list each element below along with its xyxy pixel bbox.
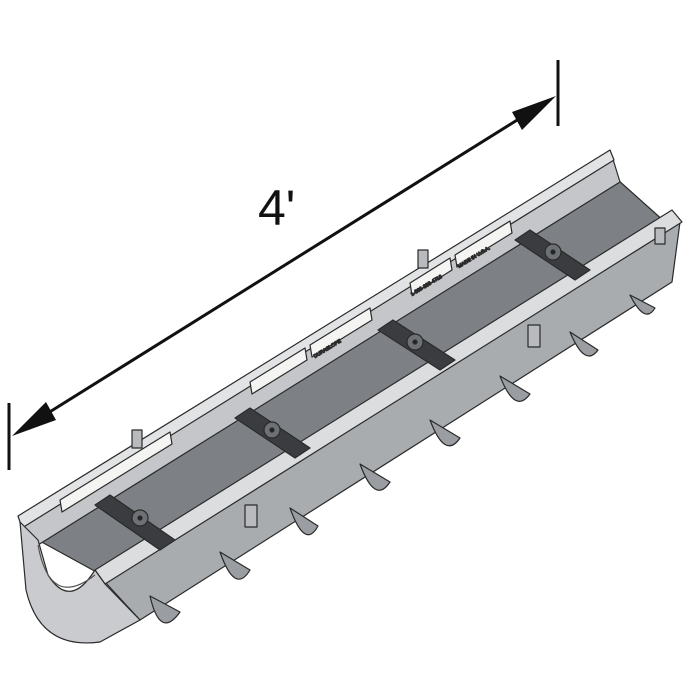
dimension-annotation: 4': [7, 60, 560, 470]
cross-brace: [377, 319, 456, 371]
cross-brace: [514, 229, 591, 281]
channel-ribs: [149, 294, 656, 624]
channel-end-inner: [37, 544, 96, 588]
label-strips: [59, 220, 513, 513]
side-clips: [131, 227, 666, 528]
cross-brace: [94, 494, 176, 551]
arrow-head-left: [12, 402, 56, 436]
channel-front-lip: [94, 209, 683, 585]
dimension-line: [39, 110, 531, 420]
channel-body: DURASLOPE 1-866-833-4716 MADE IN U.S.A.: [17, 149, 683, 644]
dimension-label: 4': [258, 180, 295, 236]
arrow-head-right: [512, 96, 556, 130]
channel-end-profile: [19, 521, 141, 644]
cross-brace: [234, 407, 311, 459]
